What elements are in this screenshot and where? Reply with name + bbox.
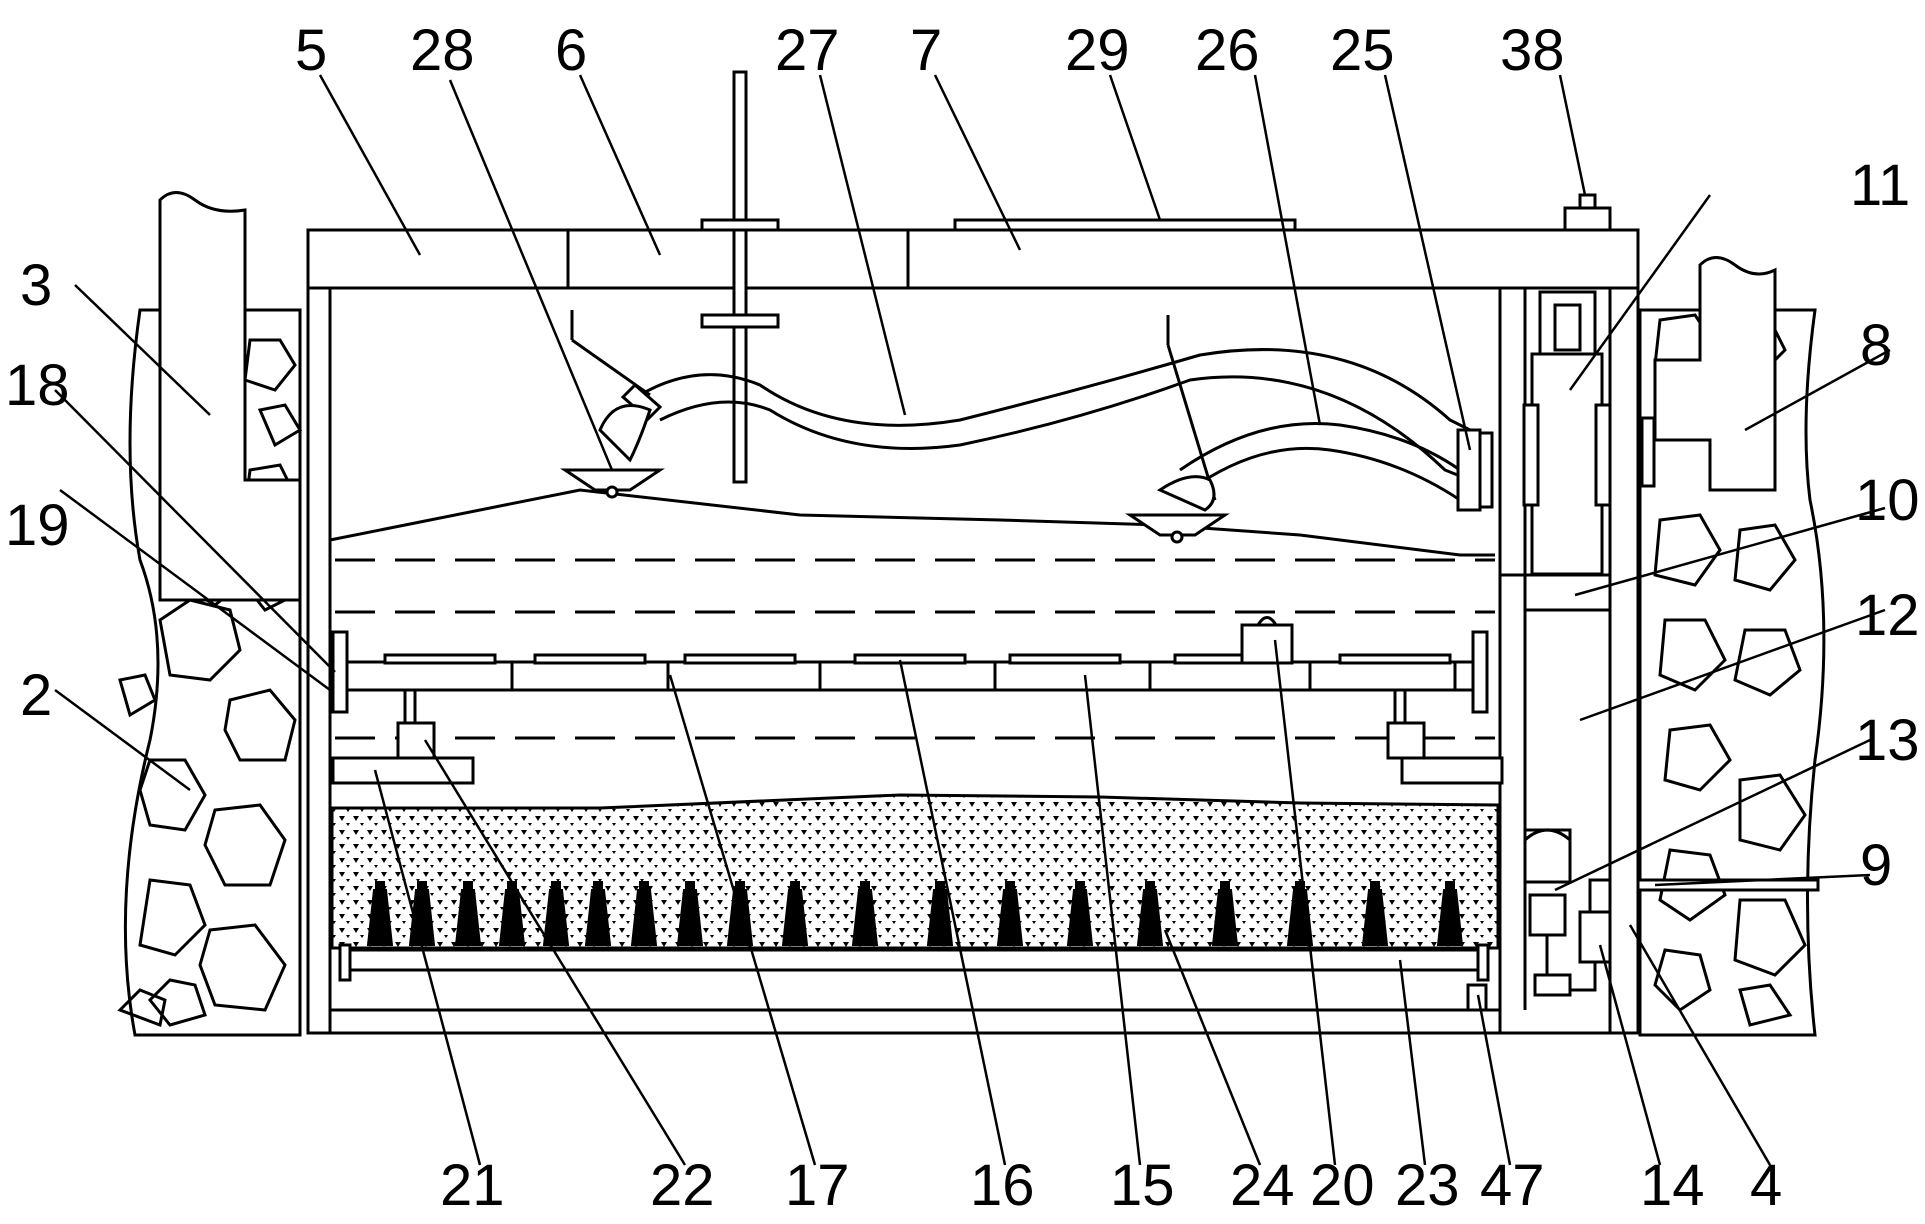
water-lines — [329, 488, 1495, 740]
label-21: 21 — [440, 1153, 505, 1218]
pump — [1523, 828, 1820, 997]
label-19: 19 — [5, 493, 70, 558]
label-11: 11 — [1850, 153, 1910, 218]
label-10: 10 — [1855, 468, 1920, 533]
label-29: 29 — [1065, 18, 1130, 83]
nozzle-left — [560, 310, 665, 499]
label-9: 9 — [1860, 833, 1892, 898]
floating-tray — [331, 616, 1489, 714]
label-26: 26 — [1195, 18, 1260, 83]
label-27: 27 — [775, 18, 840, 83]
label-13: 13 — [1855, 708, 1920, 773]
label-14: 14 — [1640, 1153, 1705, 1218]
label-38: 38 — [1500, 18, 1565, 83]
label-28: 28 — [410, 18, 475, 83]
leader-lines — [54, 74, 1891, 1166]
label-15: 15 — [1110, 1153, 1175, 1218]
label-12: 12 — [1855, 583, 1920, 648]
label-3: 3 — [20, 253, 52, 318]
cone-cap-13 — [1005, 881, 1015, 891]
hose — [639, 348, 1494, 512]
label-4: 4 — [1750, 1153, 1782, 1218]
label-23: 23 — [1395, 1153, 1460, 1218]
cone-cap-18 — [1370, 881, 1380, 891]
label-2: 2 — [20, 663, 52, 728]
label-17: 17 — [785, 1153, 850, 1218]
cone-cap-7 — [639, 881, 649, 891]
label-25: 25 — [1330, 18, 1395, 83]
post-left — [158, 191, 302, 602]
cone-cap-5 — [551, 881, 561, 891]
cone-cap-10 — [790, 881, 800, 891]
cone-cap-9 — [735, 881, 745, 891]
label-20: 20 — [1310, 1153, 1375, 1218]
label-18: 18 — [5, 353, 70, 418]
cone-row — [366, 881, 1464, 946]
cone-cap-1 — [375, 881, 385, 891]
cone-cap-14 — [1075, 881, 1085, 891]
cone-cap-2 — [417, 881, 427, 891]
cone-cap-12 — [935, 881, 945, 891]
cone-cap-16 — [1220, 881, 1230, 891]
label-5: 5 — [295, 18, 327, 83]
cone-cap-19 — [1445, 881, 1455, 891]
cone-cap-15 — [1145, 881, 1155, 891]
cylinder — [1522, 290, 1656, 576]
label-6: 6 — [555, 18, 587, 83]
cone-cap-11 — [860, 881, 870, 891]
nozzle-right — [1125, 315, 1230, 544]
cone-cap-6 — [593, 881, 603, 891]
cone-cap-3 — [463, 881, 473, 891]
post-right — [1653, 256, 1777, 492]
label-24: 24 — [1230, 1153, 1295, 1218]
label-8: 8 — [1860, 313, 1892, 378]
cone-cap-8 — [685, 881, 695, 891]
label-16: 16 — [970, 1153, 1035, 1218]
label-7: 7 — [910, 18, 942, 83]
vertical-rod — [700, 70, 780, 484]
label-47: 47 — [1480, 1153, 1545, 1218]
supports — [331, 688, 1504, 785]
callout-labels: 5 28 6 27 7 29 26 25 38 11 3 8 18 10 19 … — [5, 18, 1920, 1218]
label-22: 22 — [650, 1153, 715, 1218]
sand-bed — [330, 793, 1500, 950]
bottom-rail — [338, 943, 1490, 1012]
